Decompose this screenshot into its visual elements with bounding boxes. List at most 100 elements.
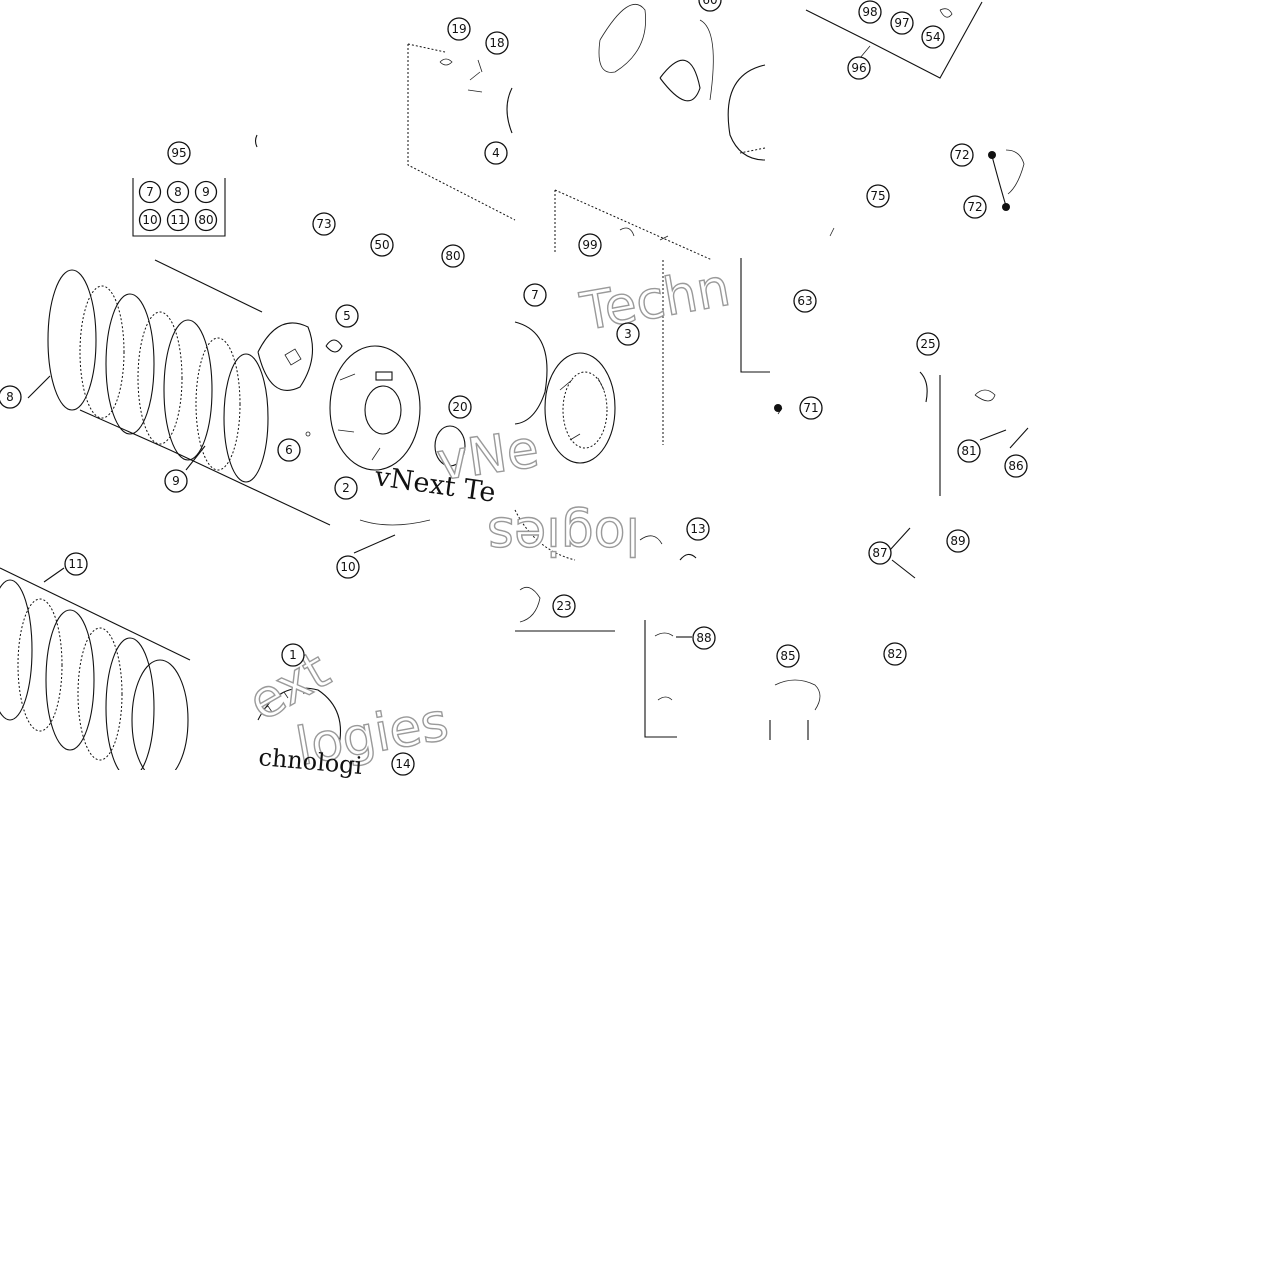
- callout-label: 5: [343, 309, 351, 323]
- callout-label: 8: [174, 185, 182, 199]
- callout-label: 81: [961, 444, 976, 458]
- callout-5: 5: [335, 304, 359, 328]
- watermarks: Techn vNe vNext Te logies ext logies chn…: [238, 257, 735, 780]
- callout-63: 63: [793, 289, 817, 313]
- callout-label: 87: [872, 546, 887, 560]
- fastener-dot: [1002, 203, 1010, 211]
- callout-label: 54: [925, 30, 940, 44]
- callout-3: 3: [616, 322, 640, 346]
- callout-label: 95: [171, 146, 186, 160]
- callout-label: 19: [451, 22, 466, 36]
- callout-label: 63: [797, 294, 812, 308]
- callout-25: 25: [916, 332, 940, 356]
- callout-label: 25: [920, 337, 935, 351]
- callout-13: 13: [686, 517, 710, 541]
- callout-label: 98: [862, 5, 877, 19]
- callout-label: 7: [146, 185, 154, 199]
- callout-label: 97: [894, 16, 909, 30]
- kit-item-9: 9: [194, 180, 218, 204]
- callout-label: 3: [624, 327, 632, 341]
- callout-88: 88: [692, 626, 716, 650]
- callout-18: 18: [485, 31, 509, 55]
- callout-label: 20: [452, 400, 467, 414]
- callout-label: 80: [198, 213, 213, 227]
- callout-7: 7: [523, 283, 547, 307]
- callout-label: 72: [967, 200, 982, 214]
- callout-50: 50: [370, 233, 394, 257]
- callout-6: 6: [277, 438, 301, 462]
- callout-label: 9: [172, 474, 180, 488]
- callout-label: 18: [489, 36, 504, 50]
- callout-label: 50: [374, 238, 389, 252]
- callout-label: 7: [531, 288, 539, 302]
- watermark-text: vNe: [433, 419, 542, 493]
- callout-86: 86: [1004, 454, 1028, 478]
- callout-label: 23: [556, 599, 571, 613]
- callout-11: 11: [64, 552, 88, 576]
- callout-label: 80: [445, 249, 460, 263]
- callout-label: 72: [954, 148, 969, 162]
- kit-item-10: 10: [138, 208, 162, 232]
- callout-54: 54: [921, 25, 945, 49]
- callout-label: 73: [316, 217, 331, 231]
- callout-label: 86: [1008, 459, 1023, 473]
- callout-label: 75: [870, 189, 885, 203]
- callout-73: 73: [312, 212, 336, 236]
- callout-label: 96: [851, 61, 866, 75]
- kit-item-80: 80: [194, 208, 218, 232]
- callout-label: 71: [803, 401, 818, 415]
- callout-1: 1: [281, 643, 305, 667]
- callout-label: 60: [702, 0, 717, 7]
- callout-label: 88: [696, 631, 711, 645]
- diagram-line-art: [0, 1, 1029, 781]
- callout-87: 87: [868, 541, 892, 565]
- callout-label: 6: [285, 443, 293, 457]
- callout-60: 60: [698, 0, 722, 12]
- callout-markers: 19 18 4 60 98 97 54 96 95 7 8 9 10 11 80…: [0, 0, 1028, 776]
- callout-9: 9: [164, 469, 188, 493]
- callout-85: 85: [776, 644, 800, 668]
- callout-label: 2: [342, 481, 350, 495]
- callout-label: 8: [6, 390, 14, 404]
- callout-75: 75: [866, 184, 890, 208]
- callout-label: 10: [340, 560, 355, 574]
- callout-label: 13: [690, 522, 705, 536]
- callout-97: 97: [890, 11, 914, 35]
- callout-81: 81: [957, 439, 981, 463]
- callout-89: 89: [946, 529, 970, 553]
- fastener-dot: [988, 151, 996, 159]
- clutch-plate-stack-lower: [0, 567, 191, 781]
- callout-label: 10: [142, 213, 157, 227]
- fastener-dot: [774, 404, 782, 412]
- callout-label: 4: [492, 146, 500, 160]
- callout-10: 10: [336, 555, 360, 579]
- callout-label: 11: [68, 557, 83, 571]
- clutch-plate-stack-upper: [27, 259, 331, 526]
- callout-label: 11: [170, 213, 185, 227]
- callout-label: 14: [395, 757, 410, 771]
- kit-item-8: 8: [166, 180, 190, 204]
- callout-98: 98: [858, 0, 882, 24]
- callout-71: 71: [799, 396, 823, 420]
- callout-96: 96: [847, 56, 871, 80]
- callout-82: 82: [883, 642, 907, 666]
- callout-80: 80: [441, 244, 465, 268]
- callout-23: 23: [552, 594, 576, 618]
- callout-4: 4: [484, 141, 508, 165]
- kit-item-7: 7: [138, 180, 162, 204]
- watermark-text: logies: [487, 505, 640, 565]
- watermark-text: Techn: [576, 258, 735, 343]
- callout-72: 72: [950, 143, 974, 167]
- callout-label: 1: [289, 648, 297, 662]
- callout-19: 19: [447, 17, 471, 41]
- callout-label: 99: [582, 238, 597, 252]
- callout-72: 72: [963, 195, 987, 219]
- callout-99: 99: [578, 233, 602, 257]
- callout-2: 2: [334, 476, 358, 500]
- callout-20: 20: [448, 395, 472, 419]
- callout-95: 95: [167, 141, 191, 165]
- callout-label: 89: [950, 534, 965, 548]
- callout-label: 9: [202, 185, 210, 199]
- callout-8: 8: [0, 385, 22, 409]
